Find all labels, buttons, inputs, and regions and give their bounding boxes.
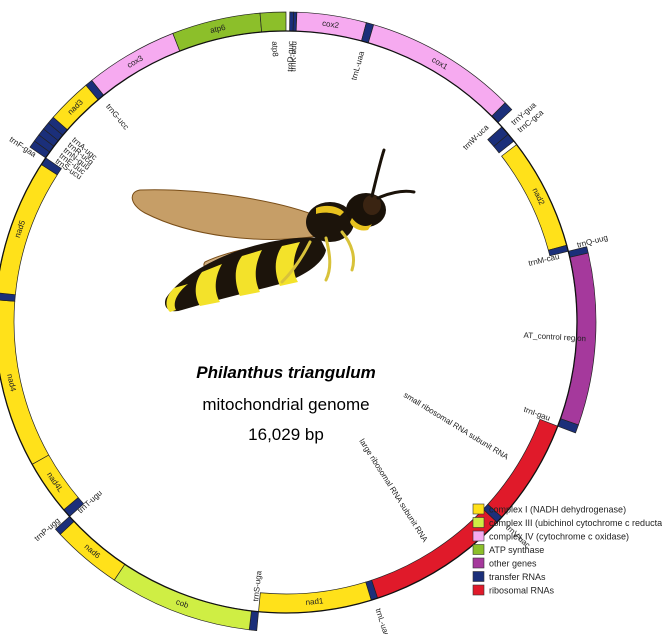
wasp-antenna: [376, 189, 416, 200]
wasp-abdomen-tip: [166, 284, 188, 312]
wasp-abdomen-stripe: [275, 242, 300, 286]
gene-label-trnl-uag: trnL-uag: [374, 607, 392, 634]
legend-swatch-cox: [472, 530, 485, 542]
legend-swatch-trna: [472, 571, 485, 582]
genome-size: 16,029 bp: [248, 425, 324, 444]
wasp-eye: [363, 195, 381, 215]
legend-label-cytb: complex III (ubichinol cytochrome c redu…: [489, 518, 662, 528]
legend: complex I (NADH dehydrogenase) complex II…: [472, 503, 662, 596]
gene-label-nad4: nad4: [5, 373, 18, 393]
gene-label-at-control-region: AT_control region: [523, 331, 586, 344]
gene-label-nad1: nad1: [305, 596, 324, 607]
wasp-leg: [340, 230, 356, 272]
gene-label-trni-gau: trnI-gau: [522, 405, 551, 423]
genome-subtitle: mitochondrial genome: [202, 395, 369, 414]
gene-segment-cox1: [367, 24, 506, 117]
genome-backbone-ring: [0, 30, 578, 614]
gene-label-small-ribosomal-rna-subunit-rna: small ribosomal RNA subunit RNA: [402, 390, 511, 462]
wasp-face-marking: [350, 218, 372, 231]
legend-swatch-cytb: [472, 517, 485, 528]
gene-segment-small-ribosomal-rna-subunit-rna: [487, 418, 559, 518]
gene-label-trnq-uug: trnQ-uug: [576, 233, 609, 250]
legend-swatch-rrna: [472, 584, 485, 596]
gene-label-large-ribosomal-rna-subunit-rna: large ribosomal RNA subunit RNA: [357, 437, 430, 544]
wasp-abdomen-stripe: [195, 264, 222, 306]
legend-label-trna: transfer RNAs: [489, 572, 546, 582]
gene-label-trns-uga: trnS-uga: [251, 570, 263, 602]
wasp-thorax-marking: [316, 205, 344, 216]
legend-swatch-other: [472, 557, 485, 569]
legend-label-nadh: complex I (NADH dehydrogenase): [489, 505, 626, 515]
gene-label-atp6: atp6: [209, 23, 227, 35]
gene-label-trnm-cau: trnM-cau: [527, 252, 560, 268]
legend-label-atp: ATP synthase: [489, 545, 544, 555]
wasp-abdomen-stripe: [235, 250, 262, 296]
legend-label-cox: complex IV (cytochrome c oxidase): [489, 532, 629, 542]
wasp-leg: [280, 240, 312, 284]
gene-label-cox2: cox2: [322, 19, 341, 30]
gene-label-trnk-uuu: trnK-uuu: [289, 41, 299, 72]
legend-label-rrna: ribosomal RNAs: [489, 586, 555, 596]
gene-segment-atp8: [259, 11, 287, 33]
legend-swatch-atp: [472, 544, 485, 555]
gene-segments: [0, 11, 597, 631]
gene-label-trnl-uaa: trnL-uaa: [349, 50, 366, 82]
gene-segment-cob: [113, 563, 252, 631]
legend-label-other: other genes: [489, 559, 537, 569]
legend-swatch-nadh: [472, 503, 485, 515]
gene-label-trng-ucc: trnG-ucc: [104, 102, 130, 131]
wasp-antenna: [370, 148, 386, 198]
gene-segment-nad5: [0, 164, 58, 296]
wasp-forewing: [131, 189, 323, 240]
gene-label-trnd-guc: trnD-guc: [286, 41, 296, 72]
gene-label-trnw-uca: trnW-uca: [461, 122, 491, 151]
wasp-leg: [324, 236, 332, 282]
species-name: Philanthus triangulum: [196, 363, 375, 382]
gene-label-atp8: atp8: [270, 41, 280, 57]
gene-label-cob: cob: [175, 597, 191, 610]
wasp-illustration: [131, 148, 416, 312]
